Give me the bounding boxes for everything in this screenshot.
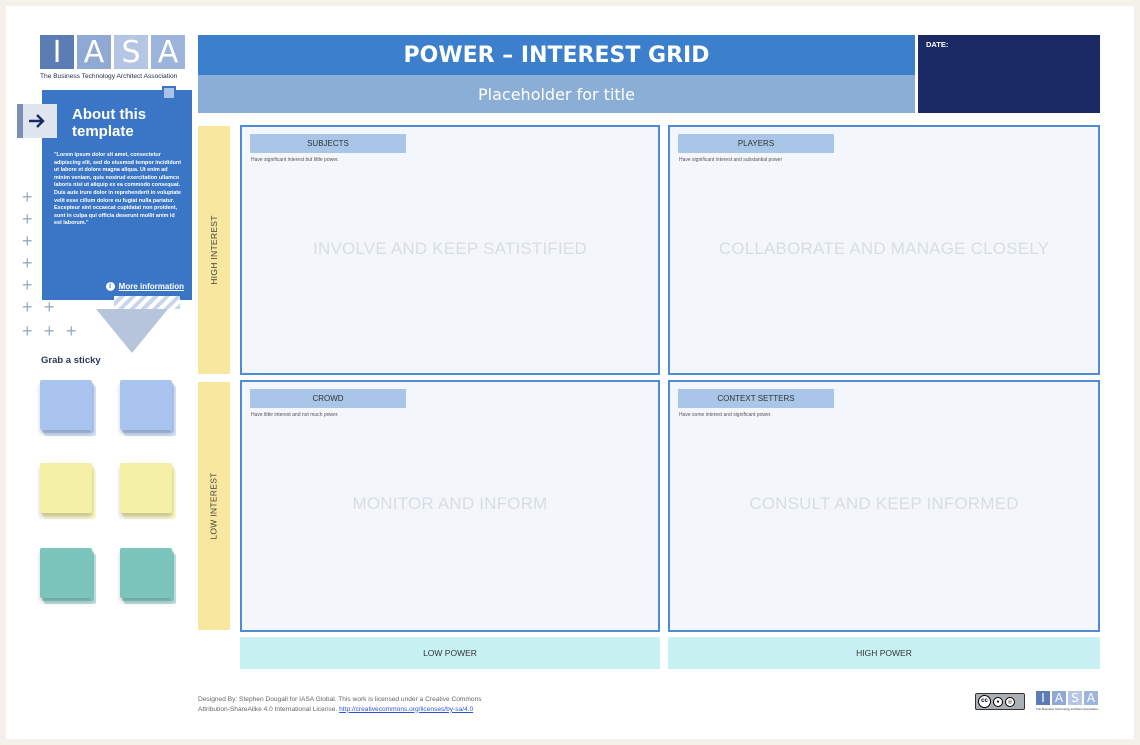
- quadrant-action: CONSULT AND KEEP INFORMED: [749, 494, 1019, 513]
- plus-icon: +: [44, 321, 55, 341]
- logo-letter: A: [1084, 691, 1098, 705]
- plus-icon: +: [22, 253, 33, 273]
- footer-credit-line1: Designed By: Stephen Dougall for IASA Gl…: [198, 696, 482, 703]
- logo-tagline: The Business Technology Architect Associ…: [40, 73, 178, 80]
- share-alike-icon: ◎: [1005, 696, 1015, 707]
- about-arrow-button[interactable]: [17, 104, 57, 138]
- logo-letter: S: [1068, 691, 1082, 705]
- grid-subtitle-placeholder[interactable]: Placeholder for title: [198, 75, 915, 113]
- triangle-decoration: [96, 309, 168, 353]
- low-power-label: LOW POWER: [423, 648, 477, 658]
- plus-icon: +: [22, 275, 33, 295]
- arrow-right-icon: [29, 114, 45, 128]
- high-power-axis: HIGH POWER: [668, 637, 1100, 669]
- quadrant-action: INVOLVE AND KEEP SATISTIFIED: [313, 239, 587, 258]
- about-title: About this template: [72, 106, 147, 140]
- plus-icon: +: [66, 321, 77, 341]
- logo-letter: A: [151, 35, 185, 70]
- high-interest-axis: HIGH INTEREST: [198, 126, 230, 374]
- logo-letter: S: [114, 35, 148, 70]
- grid-title[interactable]: POWER – INTEREST GRID: [198, 35, 915, 75]
- footer-credit: Designed By: Stephen Dougall for IASA Gl…: [198, 695, 558, 714]
- hatch-decoration: [114, 296, 180, 309]
- date-box[interactable]: DATE:: [918, 35, 1100, 113]
- low-interest-axis: LOW INTEREST: [198, 382, 230, 630]
- logo-letter: A: [1052, 691, 1066, 705]
- quadrant-action: MONITOR AND INFORM: [352, 494, 548, 513]
- cc-icon: cc: [978, 695, 991, 708]
- logo-letter: I: [40, 35, 74, 70]
- low-power-axis: LOW POWER: [240, 637, 660, 669]
- quadrant-label: PLAYERS: [678, 134, 834, 153]
- more-information-link[interactable]: i More information: [105, 282, 184, 291]
- date-label: DATE:: [926, 40, 949, 49]
- plus-icon: +: [22, 187, 33, 207]
- plus-icon: +: [44, 297, 55, 317]
- about-card[interactable]: About this template "Lorem ipsum dolor s…: [17, 86, 192, 300]
- plus-icon: +: [22, 297, 33, 317]
- license-link[interactable]: http://creativecommons.org/licenses/by-s…: [339, 705, 474, 713]
- by-icon: ●: [993, 696, 1003, 707]
- about-body: "Lorem ipsum dolor sit amet, consectetur…: [54, 152, 181, 227]
- more-information-label: More information: [118, 282, 184, 291]
- quadrant-description: Have significant interest and substantia…: [679, 157, 783, 163]
- logo-letter: A: [77, 35, 111, 70]
- info-icon: i: [105, 282, 115, 291]
- iasa-logo-small: I A S A The Business Technology Architec…: [1036, 691, 1100, 717]
- footer-credit-line2: Attribution-ShareAlike 4.0 International…: [198, 705, 340, 713]
- sticky-note-teal[interactable]: [40, 548, 96, 604]
- quadrant-label: CONTEXT SETTERS: [678, 389, 834, 408]
- iasa-logo: I A S A The Business Technology Architec…: [40, 35, 190, 85]
- quadrant-action: COLLABORATE AND MANAGE CLOSELY: [718, 239, 1050, 258]
- quadrant-description: Have little interest and not much power.: [251, 412, 339, 418]
- quadrant-label: SUBJECTS: [250, 134, 406, 153]
- quadrant-subjects[interactable]: SUBJECTS Have significant interest but l…: [240, 125, 660, 375]
- sticky-note-yellow[interactable]: [40, 463, 96, 519]
- quadrant-players[interactable]: PLAYERS Have significant interest and su…: [668, 125, 1100, 375]
- low-interest-label: LOW INTEREST: [209, 472, 220, 540]
- quadrant-context-setters[interactable]: CONTEXT SETTERS Have some interest and s…: [668, 380, 1100, 632]
- sticky-note-teal[interactable]: [120, 548, 176, 604]
- quadrant-description: Have some interest and significant power…: [679, 412, 772, 418]
- cc-license-badge[interactable]: cc ● ◎: [975, 693, 1025, 710]
- small-logo-tagline: The Business Technology Architect Associ…: [1036, 707, 1099, 711]
- high-power-label: HIGH POWER: [856, 648, 912, 658]
- plus-icon: +: [22, 321, 33, 341]
- plus-icon: +: [22, 209, 33, 229]
- high-interest-label: HIGH INTEREST: [209, 215, 220, 285]
- grab-a-sticky-label: Grab a sticky: [41, 355, 101, 366]
- logo-letter: I: [1036, 691, 1050, 705]
- quadrant-description: Have significant interest but little pow…: [251, 157, 339, 163]
- plus-icon: +: [22, 231, 33, 251]
- sticky-note-blue[interactable]: [40, 380, 96, 436]
- quadrant-label: CROWD: [250, 389, 406, 408]
- quadrant-crowd[interactable]: CROWD Have little interest and not much …: [240, 380, 660, 632]
- arrow-box-stub: [17, 104, 23, 138]
- sticky-note-yellow[interactable]: [120, 463, 176, 519]
- sticky-note-blue[interactable]: [120, 380, 176, 436]
- card-corner-tab: [162, 86, 176, 100]
